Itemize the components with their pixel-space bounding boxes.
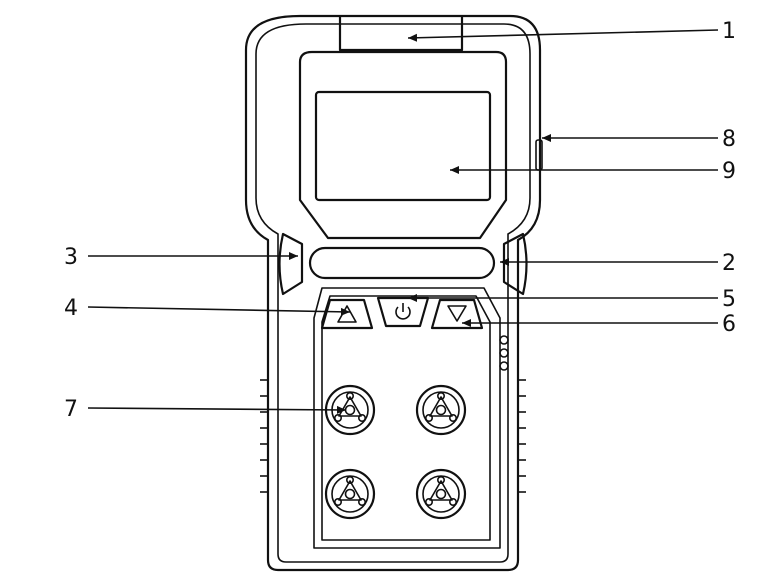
inner-shell: [255, 23, 531, 563]
callout-2: 2: [722, 251, 736, 276]
screen-bezel: [298, 50, 508, 240]
triangle-down-icon: [447, 305, 467, 322]
keypad-panel: [313, 287, 501, 549]
sensor-grille: [324, 468, 376, 520]
right-alarm-light: [502, 232, 528, 296]
callout-5: 5: [722, 287, 736, 312]
leader-4: [87, 306, 351, 316]
callout-6: 6: [722, 312, 736, 337]
callout-7: 7: [64, 397, 78, 422]
leader-7: [87, 405, 347, 414]
side-grip: [260, 379, 526, 493]
left-alarm-light: [278, 232, 304, 296]
leaders: [87, 29, 719, 414]
alarm-light-bar: [308, 246, 496, 280]
callout-9: 9: [722, 159, 736, 184]
top-clip: [338, 16, 464, 52]
status-leds: [499, 335, 509, 371]
callout-1: 1: [722, 19, 736, 44]
sensor-grille: [415, 468, 467, 520]
leader-1: [407, 29, 719, 42]
triangle-up-icon: [337, 305, 357, 323]
up-button[interactable]: [320, 298, 374, 330]
callout-4: 4: [64, 296, 78, 321]
sensor-grille: [415, 384, 467, 436]
outer-shell: [244, 14, 542, 572]
power-icon: [395, 303, 411, 320]
power-button[interactable]: [376, 296, 430, 328]
device-body: [244, 14, 542, 572]
display-screen: [314, 90, 492, 202]
callout-8: 8: [722, 127, 736, 152]
down-button[interactable]: [430, 298, 484, 330]
callout-3: 3: [64, 245, 78, 270]
keypad-panel-inner: [321, 295, 491, 541]
